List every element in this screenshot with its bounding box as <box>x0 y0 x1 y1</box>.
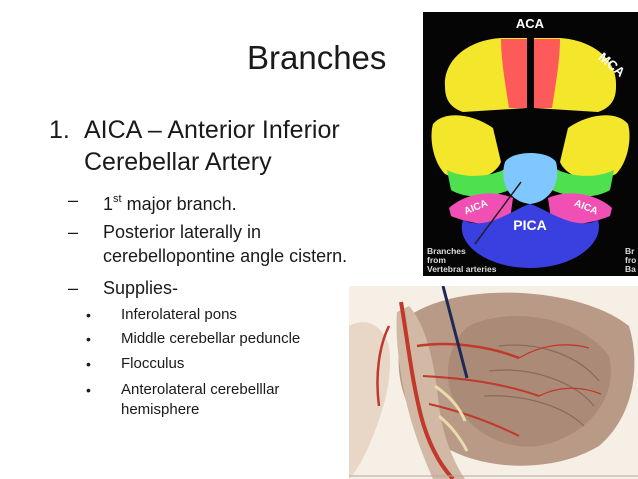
dash-marker: – <box>68 222 79 242</box>
subpoint-supplies: Supplies- <box>103 278 179 298</box>
subpoint-text: major branch. <box>121 194 237 214</box>
caption-right-line-2: fro <box>625 255 636 265</box>
caption-line-1: Branches <box>427 246 466 256</box>
list-item-number: 1. <box>49 116 70 144</box>
bullet-item: Anterolateral cerebelllar hemisphere <box>121 380 346 420</box>
bullet-item: Inferolateral pons <box>121 306 237 323</box>
bullet-line: hemisphere <box>121 401 200 418</box>
territory-sca-left <box>447 168 513 197</box>
vascular-territory-map: ACA MCA AICA AICA PICA Branches from Ver… <box>423 12 638 276</box>
dash-marker: – <box>68 278 79 298</box>
heading-line-1: AICA – Anterior Inferior <box>84 116 340 144</box>
territory-aica-left <box>449 193 513 226</box>
bullet-marker: • <box>86 382 91 398</box>
caption-pointer-line <box>474 181 522 245</box>
territory-pons <box>503 153 558 204</box>
territory-sca-right <box>548 168 614 197</box>
caption-line-2: from <box>427 255 446 265</box>
bullet-item: Middle cerebellar peduncle <box>121 330 301 347</box>
caption-right-line-1: Br <box>625 246 635 256</box>
subpoint-line: Posterior laterally in <box>103 222 262 242</box>
bullet-marker: • <box>86 331 91 347</box>
heading-line-2: Cerebellar Artery <box>84 148 272 176</box>
bullet-marker: • <box>86 307 91 323</box>
territory-mca-left-temporal <box>431 115 501 180</box>
territory-aca-left <box>501 39 527 108</box>
territory-aica-right <box>548 193 612 226</box>
caption-right-line-3: Ba <box>625 264 636 274</box>
territory-mca-right-temporal <box>560 115 630 180</box>
territory-aca-right <box>534 39 560 108</box>
bullet-line: Anterolateral cerebelllar <box>121 381 280 398</box>
subpoint-line: cerebellopontine angle cistern. <box>103 246 348 266</box>
caption-line-3: Vertebral arteries <box>427 264 497 274</box>
territory-pica <box>461 204 599 268</box>
subpoint-ordinal: 1 <box>103 194 114 214</box>
subpoint-ordinal-suffix: st <box>113 193 122 205</box>
list-item-heading: AICA – Anterior Inferior Cerebellar Arte… <box>84 114 404 178</box>
bullet-marker: • <box>86 356 91 372</box>
subpoint-first-branch: 1st major branch. <box>103 188 403 216</box>
brainstem-dissection-illustration <box>349 286 638 479</box>
label-aca: ACA <box>516 16 545 31</box>
bullet-item: Flocculus <box>121 355 185 372</box>
label-pica: PICA <box>513 217 546 233</box>
dash-marker: – <box>68 190 79 210</box>
subpoint-course: Posterior laterally in cerebellopontine … <box>103 220 403 268</box>
slide-title: Branches <box>247 39 387 76</box>
